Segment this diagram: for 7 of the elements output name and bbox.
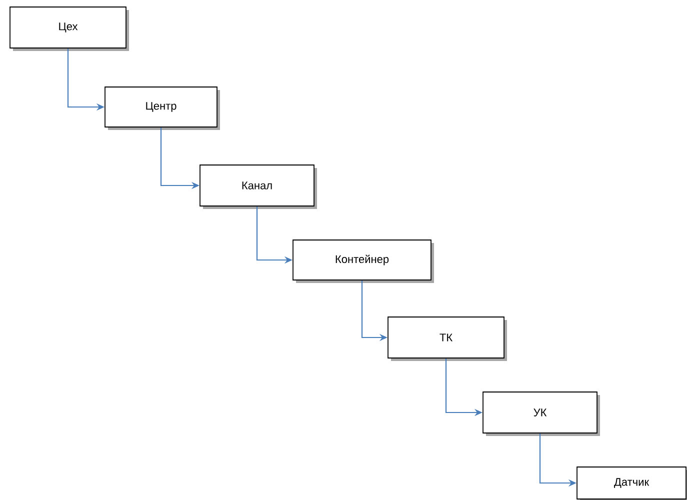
process-box: ТК (388, 316, 504, 358)
process-box: Центр (104, 86, 218, 128)
process-box: Цех (10, 6, 126, 48)
process-box: Канал (200, 164, 314, 206)
process-box: УК (482, 392, 598, 434)
process-box: Контейнер (292, 240, 432, 280)
process-box: Датчик (576, 466, 686, 500)
